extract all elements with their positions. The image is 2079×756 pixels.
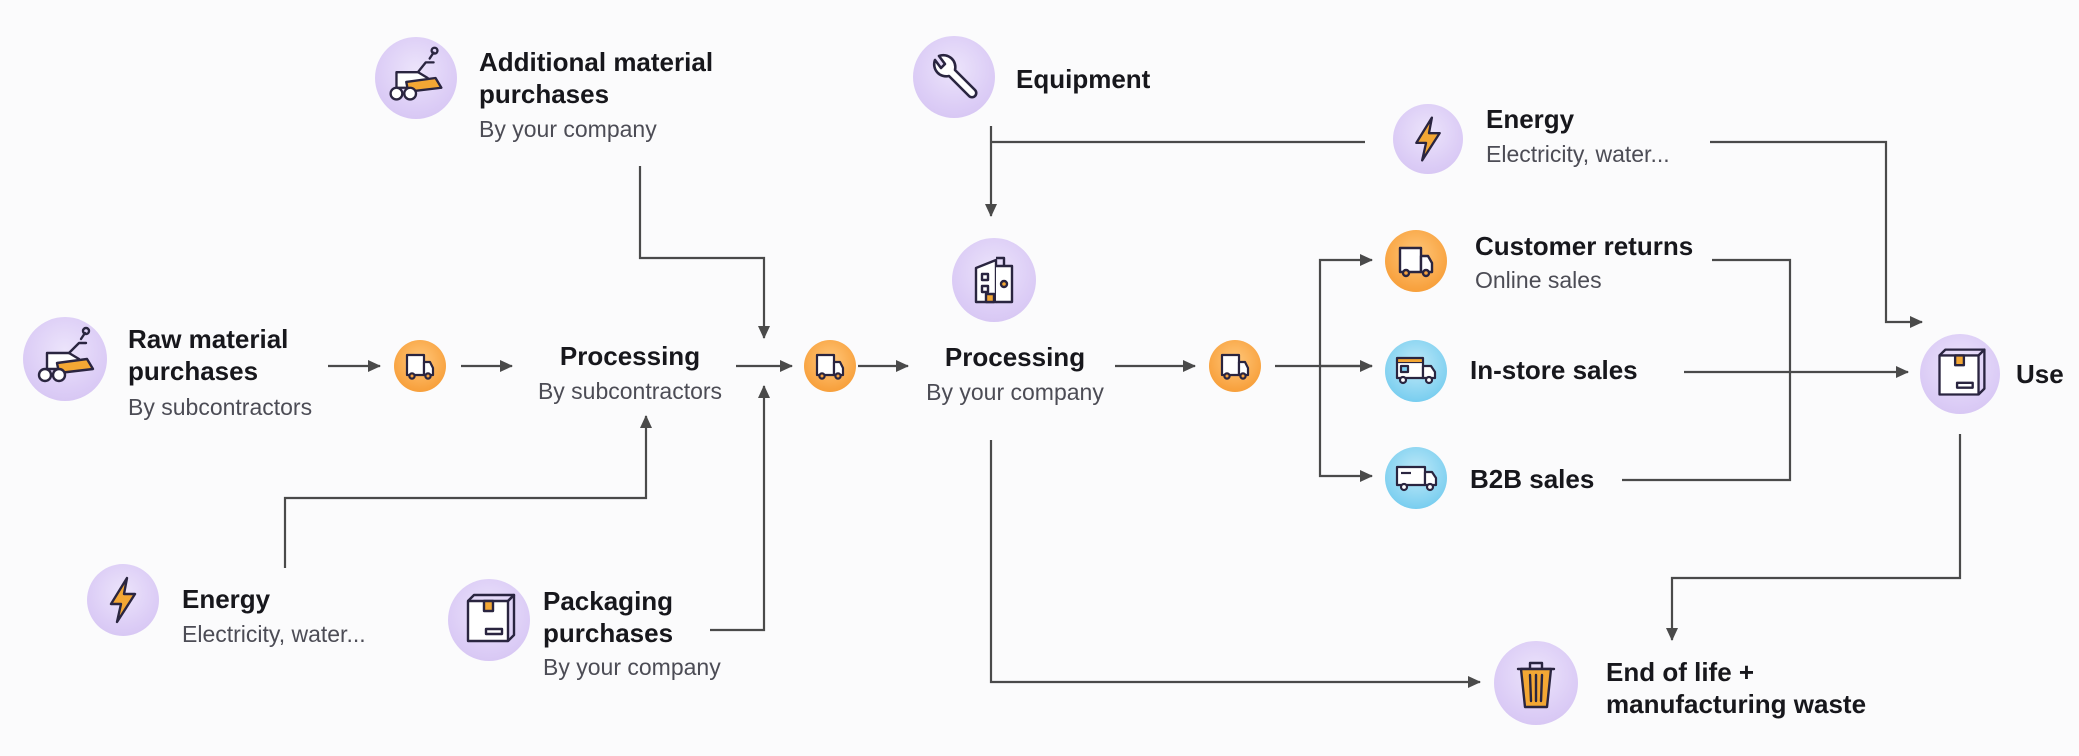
use-node [1920, 334, 2000, 414]
end-of-life-title: End of life + manufacturing waste [1606, 657, 1867, 719]
tractor-icon [389, 46, 443, 101]
lightning-icon [109, 576, 137, 624]
delivery-truck-icon [1395, 465, 1438, 492]
raw-material-title: Raw material purchases [128, 324, 289, 386]
processing-company-title: Processing [944, 342, 1086, 372]
wrench-icon [932, 53, 978, 99]
energy-left-subtitle: Electricity, water... [182, 621, 366, 647]
processing-subcontractors-title: Processing [559, 341, 701, 371]
customer-returns-title: Customer returns [1475, 231, 1694, 261]
packaging-title: Packaging purchases [543, 586, 674, 648]
line-returns-to-b2b [1622, 258, 1792, 482]
arrow-branch-to-b2b [1318, 366, 1373, 482]
in-store-sales-node [1385, 340, 1447, 402]
tractor-icon [37, 326, 95, 383]
b2b-sales-title: B2B sales [1470, 464, 1595, 494]
processing-company-node [952, 238, 1036, 322]
arrow-additional-to-truck2 [638, 166, 770, 339]
truck-icon [815, 353, 845, 380]
factory-icon [974, 256, 1014, 304]
use-title: Use [2016, 359, 2064, 389]
trash-icon [1516, 661, 1556, 709]
in-store-sales-title: In-store sales [1470, 355, 1638, 385]
lightning-icon [1415, 116, 1441, 162]
customer-returns-subtitle: Online sales [1475, 267, 1602, 293]
customer-returns-node [1385, 230, 1447, 292]
end-of-life-node [1494, 641, 1578, 725]
box-icon [1938, 348, 1986, 396]
transport-node-2 [804, 340, 856, 392]
energy-right-subtitle: Electricity, water... [1486, 141, 1670, 167]
b2b-sales-node [1385, 447, 1447, 509]
additional-material-title: Additional material purchases [479, 47, 714, 109]
energy-right-title: Energy [1486, 104, 1575, 134]
additional-material-node [375, 37, 457, 119]
transport-node-3 [1209, 340, 1261, 392]
raw-material-subtitle: By subcontractors [128, 394, 313, 420]
arrow-use-to-endoflife [1666, 434, 1962, 641]
box-icon [466, 593, 516, 643]
energy-right-node [1393, 104, 1463, 174]
processing-subcontractors-subtitle: By subcontractors [537, 378, 723, 404]
arrow-branch-to-returns [1318, 254, 1373, 368]
raw-material-node [23, 317, 107, 401]
packaging-subtitle: By your company [543, 654, 721, 680]
processing-company-subtitle: By your company [926, 379, 1104, 405]
packaging-node [448, 579, 530, 661]
equipment-node [913, 36, 995, 118]
energy-left-node [87, 564, 159, 636]
truck-icon [1220, 353, 1250, 380]
transport-node-1 [394, 340, 446, 392]
arrow-energy-right-to-use [1710, 140, 1923, 328]
store-truck-icon [1395, 356, 1437, 385]
additional-material-subtitle: By your company [479, 116, 657, 142]
arrow-packaging-to-truck2 [710, 385, 770, 632]
equipment-title: Equipment [1016, 64, 1151, 94]
truck-icon [1398, 246, 1434, 278]
arrow-processing2-to-endoflife [989, 440, 1481, 688]
arrow-energy-left-to-processing [283, 415, 652, 568]
truck-icon [405, 353, 435, 380]
energy-left-title: Energy [182, 584, 271, 614]
